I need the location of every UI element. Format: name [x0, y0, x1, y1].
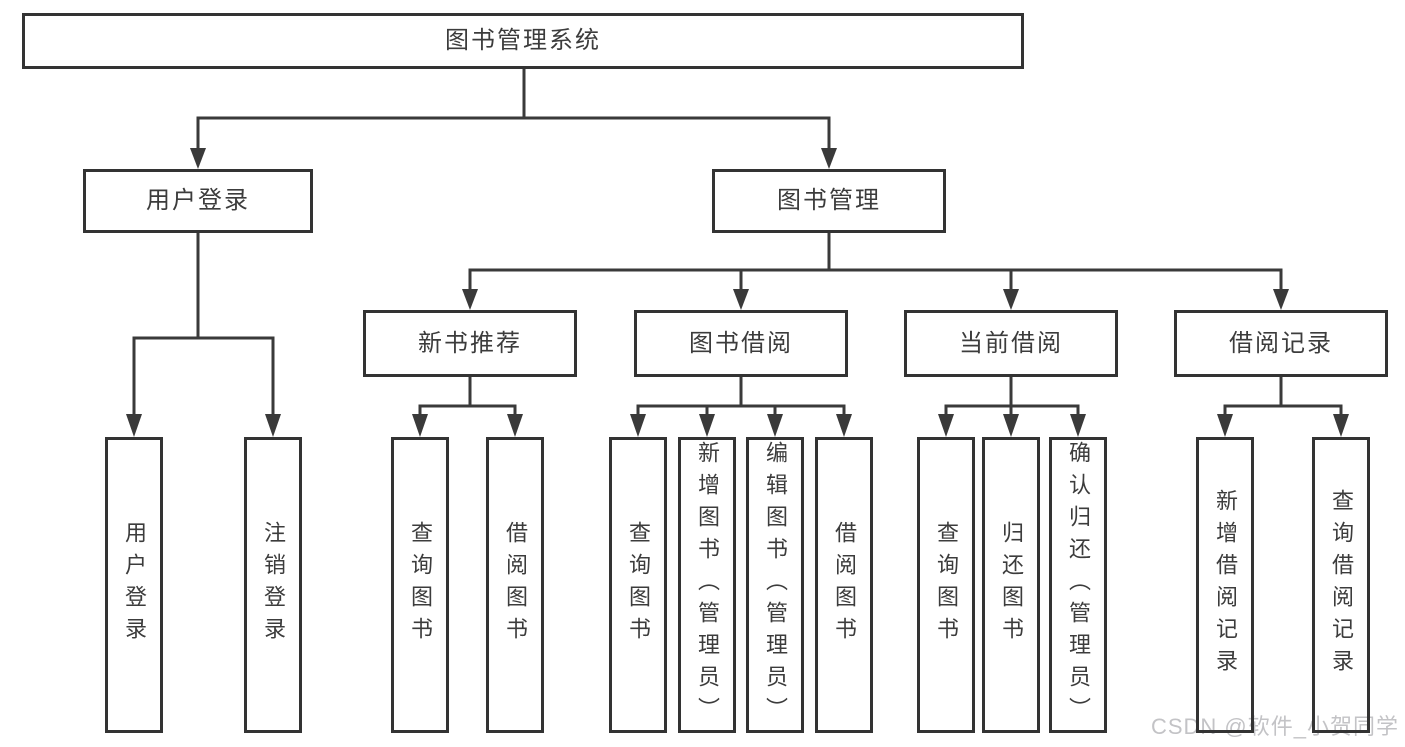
watermark: CSDN @软件_小贺同学	[1150, 714, 1399, 739]
node-library-system: 图书管理系统	[22, 13, 1024, 69]
leaf-add-book-admin: 新增图书（管理员）	[678, 437, 736, 733]
connector-book-mgmt-to-level3	[468, 232, 1283, 289]
arrow-down-icon	[733, 289, 749, 310]
leaf-add-borrow-record: 新增借阅记录	[1196, 437, 1254, 733]
leaf-query-books-2: 查询图书	[609, 437, 667, 733]
arrow-down-icon	[1273, 289, 1289, 310]
connector-root-to-level2	[196, 69, 831, 148]
arrow-down-icon	[630, 414, 646, 437]
leaf-borrow-books: 借阅图书	[486, 437, 544, 733]
connector-new-book-leaves	[418, 377, 517, 414]
connector-current-borrow-leaves	[944, 377, 1080, 414]
leaf-confirm-return-admin: 确认归还（管理员）	[1049, 437, 1107, 733]
connector-user-login-subtree	[132, 232, 275, 414]
arrowheads	[126, 148, 1349, 437]
leaf-edit-book-admin: 编辑图书（管理员）	[746, 437, 804, 733]
arrow-down-icon	[126, 414, 142, 437]
node-current-borrow: 当前借阅	[904, 310, 1118, 377]
leaf-query-books-3: 查询图书	[917, 437, 975, 733]
node-borrow-records: 借阅记录	[1174, 310, 1388, 377]
arrow-down-icon	[507, 414, 523, 437]
leaf-logout: 注销登录	[244, 437, 302, 733]
node-new-book-recommend: 新书推荐	[363, 310, 577, 377]
arrow-down-icon	[462, 289, 478, 310]
arrow-down-icon	[412, 414, 428, 437]
leaf-query-books: 查询图书	[391, 437, 449, 733]
node-user-login: 用户登录	[83, 169, 313, 233]
node-book-management: 图书管理	[712, 169, 946, 233]
connector-book-borrow-leaves	[636, 377, 846, 414]
arrow-down-icon	[1003, 289, 1019, 310]
leaf-return-books: 归还图书	[982, 437, 1040, 733]
arrow-down-icon	[265, 414, 281, 437]
node-book-borrow: 图书借阅	[634, 310, 848, 377]
arrow-down-icon	[938, 414, 954, 437]
arrow-down-icon	[1333, 414, 1349, 437]
arrow-down-icon	[699, 414, 715, 437]
connector-borrow-records-leaves	[1223, 377, 1343, 414]
arrow-down-icon	[767, 414, 783, 437]
leaf-user-login: 用户登录	[105, 437, 163, 733]
arrow-down-icon	[1217, 414, 1233, 437]
leaf-borrow-books-2: 借阅图书	[815, 437, 873, 733]
arrow-down-icon	[1070, 414, 1086, 437]
arrow-down-icon	[1003, 414, 1019, 437]
arrow-down-icon	[836, 414, 852, 437]
leaf-query-borrow-record: 查询借阅记录	[1312, 437, 1370, 733]
arrow-down-icon	[190, 148, 206, 169]
arrow-down-icon	[821, 148, 837, 169]
